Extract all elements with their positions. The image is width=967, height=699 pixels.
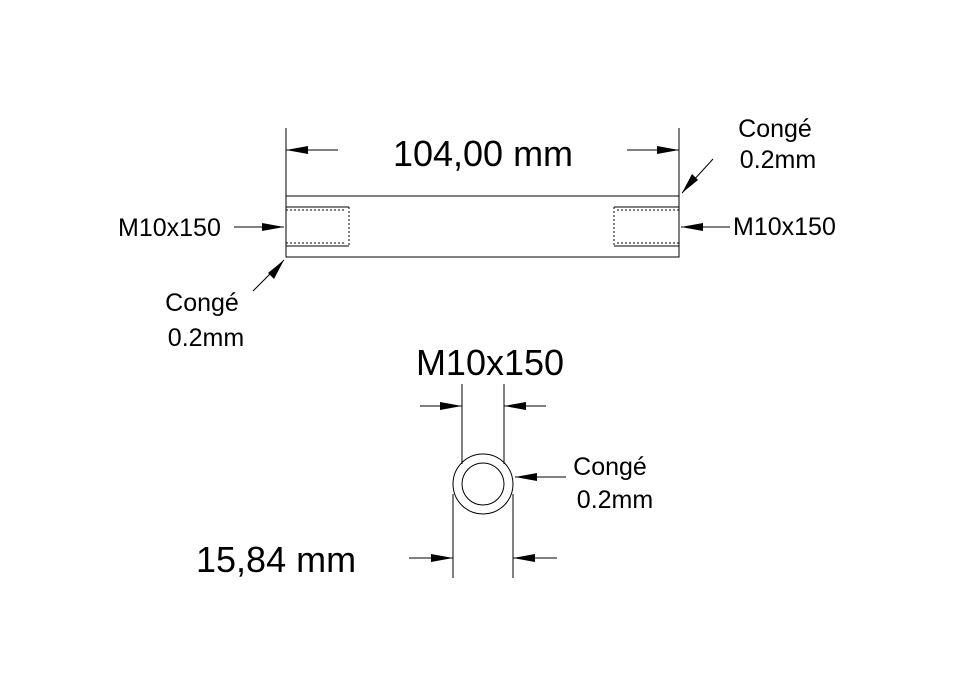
fillet-leader-top-right <box>681 158 714 194</box>
diameter-dimension-arrow-right <box>513 554 557 562</box>
length-dimension-arrow-left <box>286 146 338 154</box>
thread-left-label: M10x150 <box>118 214 221 242</box>
inner-circle <box>461 462 505 506</box>
thread-leader-right <box>681 223 730 231</box>
fillet-top-right-line1: Congé <box>738 115 812 143</box>
fillet-top-right-line2: 0.2mm <box>740 146 816 174</box>
thread-dimension-arrow-right <box>504 402 546 410</box>
thread-dimension-label: M10x150 <box>416 342 564 383</box>
outer-circle <box>452 453 514 515</box>
fillet-leader-end-view <box>515 473 566 481</box>
thread-right-label: M10x150 <box>733 213 836 241</box>
diameter-dimension-label: 15,84 mm <box>196 539 356 580</box>
rod-outline <box>285 195 680 258</box>
fillet-bottom-left-line2: 0.2mm <box>168 324 244 352</box>
fillet-end-view-line1: Congé <box>573 453 647 481</box>
thread-dimension-arrow-left <box>420 402 462 410</box>
left-thread-hole <box>286 206 350 247</box>
thread-leader-left <box>234 223 284 231</box>
fillet-leader-bottom-left <box>252 259 285 292</box>
length-dimension-label: 104,00 mm <box>393 133 573 174</box>
top-view: 104,00 mm Congé 0.2mm Congé 0.2mm M10x15… <box>118 115 836 352</box>
fillet-end-view-line2: 0.2mm <box>577 486 653 514</box>
right-thread-hole <box>613 206 679 247</box>
end-view: M10x150 15,84 mm Congé 0.2mm <box>196 342 653 580</box>
length-dimension-arrow-right <box>627 146 679 154</box>
fillet-bottom-left-line1: Congé <box>165 289 239 317</box>
diameter-dimension-arrow-left <box>409 554 453 562</box>
